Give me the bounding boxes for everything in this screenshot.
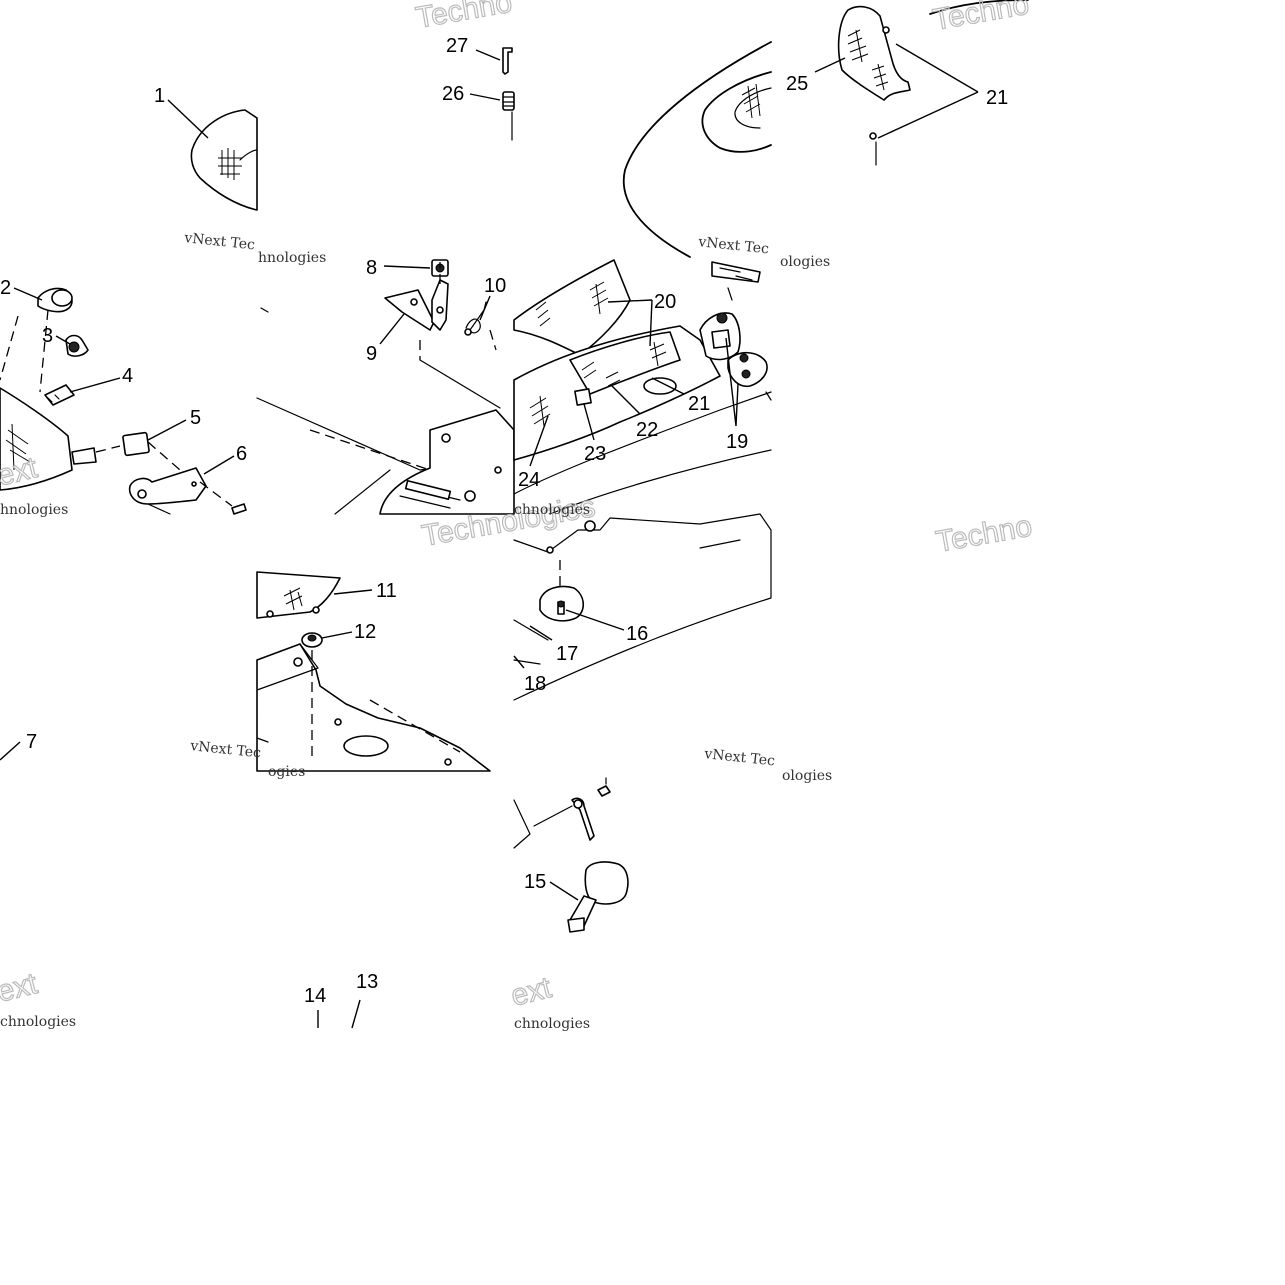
callout-19: 19 xyxy=(726,431,748,453)
callout-24: 24 xyxy=(518,469,540,491)
connector-part xyxy=(44,384,75,406)
leader-4 xyxy=(69,377,121,393)
callout-10: 10 xyxy=(484,275,506,297)
watermarks: vNext Tec hnologies Techno vNext Tec olo… xyxy=(0,0,1035,1032)
watermark-text: hnologies xyxy=(258,250,326,266)
side-panel-part xyxy=(256,643,491,772)
leader-6 xyxy=(203,455,235,475)
spring-clip-part xyxy=(464,301,487,336)
leader-20 xyxy=(607,299,653,347)
callout-14: 14 xyxy=(304,985,326,1007)
leader-11 xyxy=(333,589,373,595)
leader-21a xyxy=(877,43,979,139)
floor-panel-part xyxy=(513,513,772,701)
gasket-part xyxy=(122,431,150,457)
watermark-text: vNext Tec xyxy=(697,234,770,257)
leader-18 xyxy=(513,655,525,669)
mounting-plate-part xyxy=(699,261,768,388)
callout-11: 11 xyxy=(376,580,397,602)
watermark-text: chnologies xyxy=(0,1014,76,1030)
callout-9: 9 xyxy=(366,343,377,365)
callout-17: 17 xyxy=(556,643,578,665)
callout-23: 23 xyxy=(584,443,606,465)
hood-part xyxy=(622,41,772,258)
dash-headlight xyxy=(0,309,233,507)
watermark-text: vNext Tec xyxy=(183,230,256,253)
side-lamp-part xyxy=(256,571,341,619)
front-body-part xyxy=(379,409,515,515)
callout-26: 26 xyxy=(442,83,464,105)
watermark-text: vNext Tec xyxy=(189,738,262,761)
callout-1: 1 xyxy=(154,85,165,107)
callout-4: 4 xyxy=(122,365,133,387)
callout-13: 13 xyxy=(356,971,378,993)
callout-6: 6 xyxy=(236,443,247,465)
leader-1 xyxy=(167,99,209,139)
leader-27 xyxy=(475,49,501,61)
callout-22: 22 xyxy=(636,419,658,441)
callout-5: 5 xyxy=(190,407,201,429)
leader-9 xyxy=(379,313,405,345)
callout-3: 3 xyxy=(42,325,53,347)
mount-bracket-part xyxy=(384,279,449,331)
leader-12 xyxy=(321,631,353,639)
leader-22 xyxy=(611,385,641,415)
callout-7: 7 xyxy=(26,731,37,753)
callout-21b: 21 xyxy=(688,393,710,415)
headlight-lens-part xyxy=(190,109,258,211)
watermark-text: Techno xyxy=(930,0,1031,37)
bulb-part xyxy=(65,334,89,357)
leader-2 xyxy=(13,287,43,301)
leader-16 xyxy=(565,609,625,631)
leader-15 xyxy=(549,881,579,901)
bracket-part xyxy=(128,467,247,515)
watermark-text: Techno xyxy=(933,510,1034,559)
grommet-part xyxy=(301,632,323,648)
leader-21b xyxy=(651,377,685,395)
leader-26 xyxy=(469,93,501,101)
watermark-text: chnologies xyxy=(514,1016,590,1032)
watermark-text: ext xyxy=(0,967,41,1009)
leader-13 xyxy=(351,999,361,1029)
callout-12: 12 xyxy=(354,621,376,643)
headlight-housing-part xyxy=(0,387,97,491)
watermark-text: ologies xyxy=(782,768,832,784)
leader-5 xyxy=(147,419,187,441)
mirror-part xyxy=(513,777,629,933)
leader-23 xyxy=(583,403,595,441)
leader-8 xyxy=(383,265,431,269)
callout-27: 27 xyxy=(446,35,468,57)
dash-side xyxy=(311,650,461,760)
leader-3 xyxy=(55,335,71,345)
pin-part xyxy=(502,47,513,75)
watermark-text: chnologies xyxy=(514,502,590,518)
callout-25: 25 xyxy=(786,73,808,95)
callout-15: 15 xyxy=(524,871,546,893)
leader-17 xyxy=(529,625,553,641)
watermark-text: Techno xyxy=(413,0,514,35)
bulb-socket-part xyxy=(37,287,73,313)
side-reflector-part xyxy=(837,0,1029,166)
dash-bracket xyxy=(419,262,497,360)
callout-16: 16 xyxy=(626,623,648,645)
leader-24 xyxy=(529,415,549,467)
watermark-text: hnologies xyxy=(0,502,68,518)
callout-20: 20 xyxy=(654,291,676,313)
watermark-text: ext xyxy=(508,971,555,1013)
callout-8: 8 xyxy=(366,257,377,279)
leader-7 xyxy=(0,741,21,761)
spring-part xyxy=(502,91,515,141)
dash-panel-part xyxy=(513,259,772,515)
watermark-text: vNext Tec xyxy=(703,746,776,769)
callout-labels: 1 2 3 4 5 6 7 8 9 10 11 12 13 14 15 16 1… xyxy=(0,35,1008,1007)
callout-18: 18 xyxy=(524,673,546,695)
leader-25 xyxy=(814,57,846,73)
callout-21a: 21 xyxy=(986,87,1008,109)
watermark-text: ogies xyxy=(268,764,305,780)
callout-2: 2 xyxy=(0,277,11,299)
leader-19 xyxy=(725,337,739,427)
leader-10 xyxy=(479,295,491,321)
watermark-text: ologies xyxy=(780,254,830,270)
